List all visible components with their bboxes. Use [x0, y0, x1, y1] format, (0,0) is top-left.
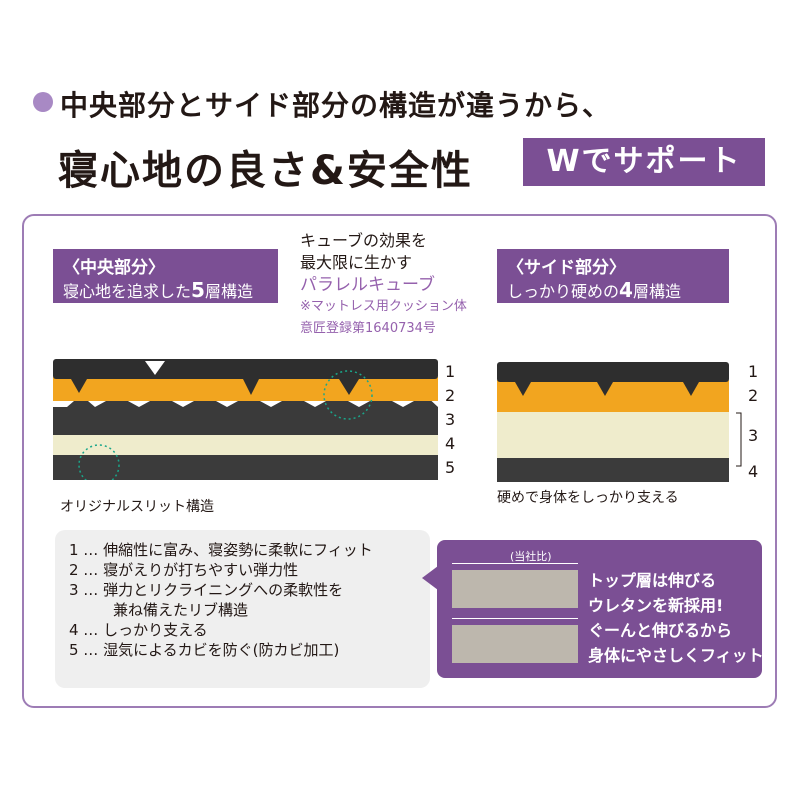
center-caption: オリジナルスリット構造	[60, 499, 214, 515]
center-layer-number: 4	[445, 434, 456, 453]
layer1-top	[53, 359, 438, 379]
side-layer-number: 2	[748, 386, 759, 405]
cube-notch	[515, 382, 531, 396]
layer3-support	[497, 410, 729, 458]
layer4-support	[53, 433, 438, 455]
center-layer-number: 1	[445, 362, 456, 381]
feature-item: 兼ね備えたリブ構造	[113, 601, 249, 619]
center-layer-number: 2	[445, 386, 456, 405]
cube-notch	[243, 379, 259, 395]
top-layer-note-line: ぐーんと伸びるから	[588, 621, 733, 640]
layer5-antimold	[53, 453, 438, 480]
header-title: 寝心地の良さ&安全性	[58, 148, 473, 194]
highlight-circle	[323, 370, 373, 420]
feature-item: 3 … 弾力とリクライニングへの柔軟性を	[69, 581, 344, 599]
w-support-badge: Wでサポート	[523, 138, 765, 186]
cube-note-line2: 最大限に生かす	[300, 253, 413, 272]
cube-note: キューブの効果を 最大限に生かす パラレルキューブ ※マットレス用クッション体 …	[300, 230, 500, 340]
cube-note-line1: キューブの効果を	[300, 231, 428, 250]
center-layer-number: 3	[445, 410, 456, 429]
cube-notch	[597, 382, 613, 396]
top-layer-note-line: ウレタンを新採用!	[588, 596, 724, 615]
top-layer-note: トップ層は伸びる ウレタンを新採用! ぐーんと伸びるから 身体にやさしくフィット	[588, 568, 764, 668]
side-layer-number: 3	[748, 426, 759, 445]
highlight-circle	[78, 444, 120, 480]
feature-list: 1 … 伸縮性に富み、寝姿勢に柔軟にフィット 2 … 寝がえりが打ちやすい弾力性…	[55, 530, 430, 688]
side-label-title: 〈サイド部分〉	[507, 258, 626, 278]
callout-pointer	[422, 566, 438, 590]
top-layer-note-line: トップ層は伸びる	[588, 571, 717, 590]
stretch-photo-after	[452, 625, 578, 663]
center-layer-number: 5	[445, 458, 456, 477]
side-layer-number: 4	[748, 462, 759, 481]
layer4-bottom	[497, 456, 729, 482]
cube-note-line3: パラレルキューブ	[300, 275, 435, 295]
center-label-title: 〈中央部分〉	[63, 258, 165, 278]
center-label-sub: 寝心地を追求した5層構造	[63, 278, 253, 302]
bullet-dot-icon	[33, 92, 53, 112]
feature-item: 2 … 寝がえりが打ちやすい弾力性	[69, 561, 299, 579]
cube-note-line4: ※マットレス用クッション体	[300, 299, 467, 314]
side-mattress-illustration	[497, 362, 729, 482]
side-layer-number: 1	[748, 362, 759, 381]
cube-notch	[339, 379, 359, 395]
content-frame	[22, 214, 777, 708]
cube-note-line5: 意匠登録第1640734号	[300, 321, 436, 336]
feature-item: 5 … 湿気によるカビを防ぐ(防カビ加工)	[69, 641, 340, 659]
stretch-arrow	[452, 618, 578, 619]
top-layer-note-line: 身体にやさしくフィット	[588, 646, 764, 665]
layer1-top	[497, 362, 729, 382]
cube-notch	[683, 382, 699, 396]
side-label-sub: しっかり硬めの4層構造	[507, 278, 681, 302]
header-line1: 中央部分とサイド部分の構造が違うから、	[60, 89, 612, 122]
side-layer-numbers: 1 2	[748, 360, 758, 408]
feature-item: 1 … 伸縮性に富み、寝姿勢に柔軟にフィット	[69, 541, 373, 559]
stretch-photo-before	[452, 570, 578, 608]
comparison-label: (当社比)	[510, 550, 552, 563]
layer3-rib	[53, 395, 438, 435]
feature-item: 4 … しっかり支える	[69, 621, 208, 639]
side-label: 〈サイド部分〉 しっかり硬めの4層構造	[497, 249, 729, 303]
center-label: 〈中央部分〉 寝心地を追求した5層構造	[53, 249, 278, 303]
center-layer-numbers: 1 2 3 4 5	[445, 360, 455, 480]
stretch-arrow	[452, 563, 578, 564]
side-caption: 硬めで身体をしっかり支える	[497, 490, 679, 506]
layer3-bracket	[736, 412, 742, 467]
center-mattress-illustration	[53, 359, 438, 480]
slit-notch	[145, 361, 165, 375]
cube-notch	[71, 379, 87, 393]
